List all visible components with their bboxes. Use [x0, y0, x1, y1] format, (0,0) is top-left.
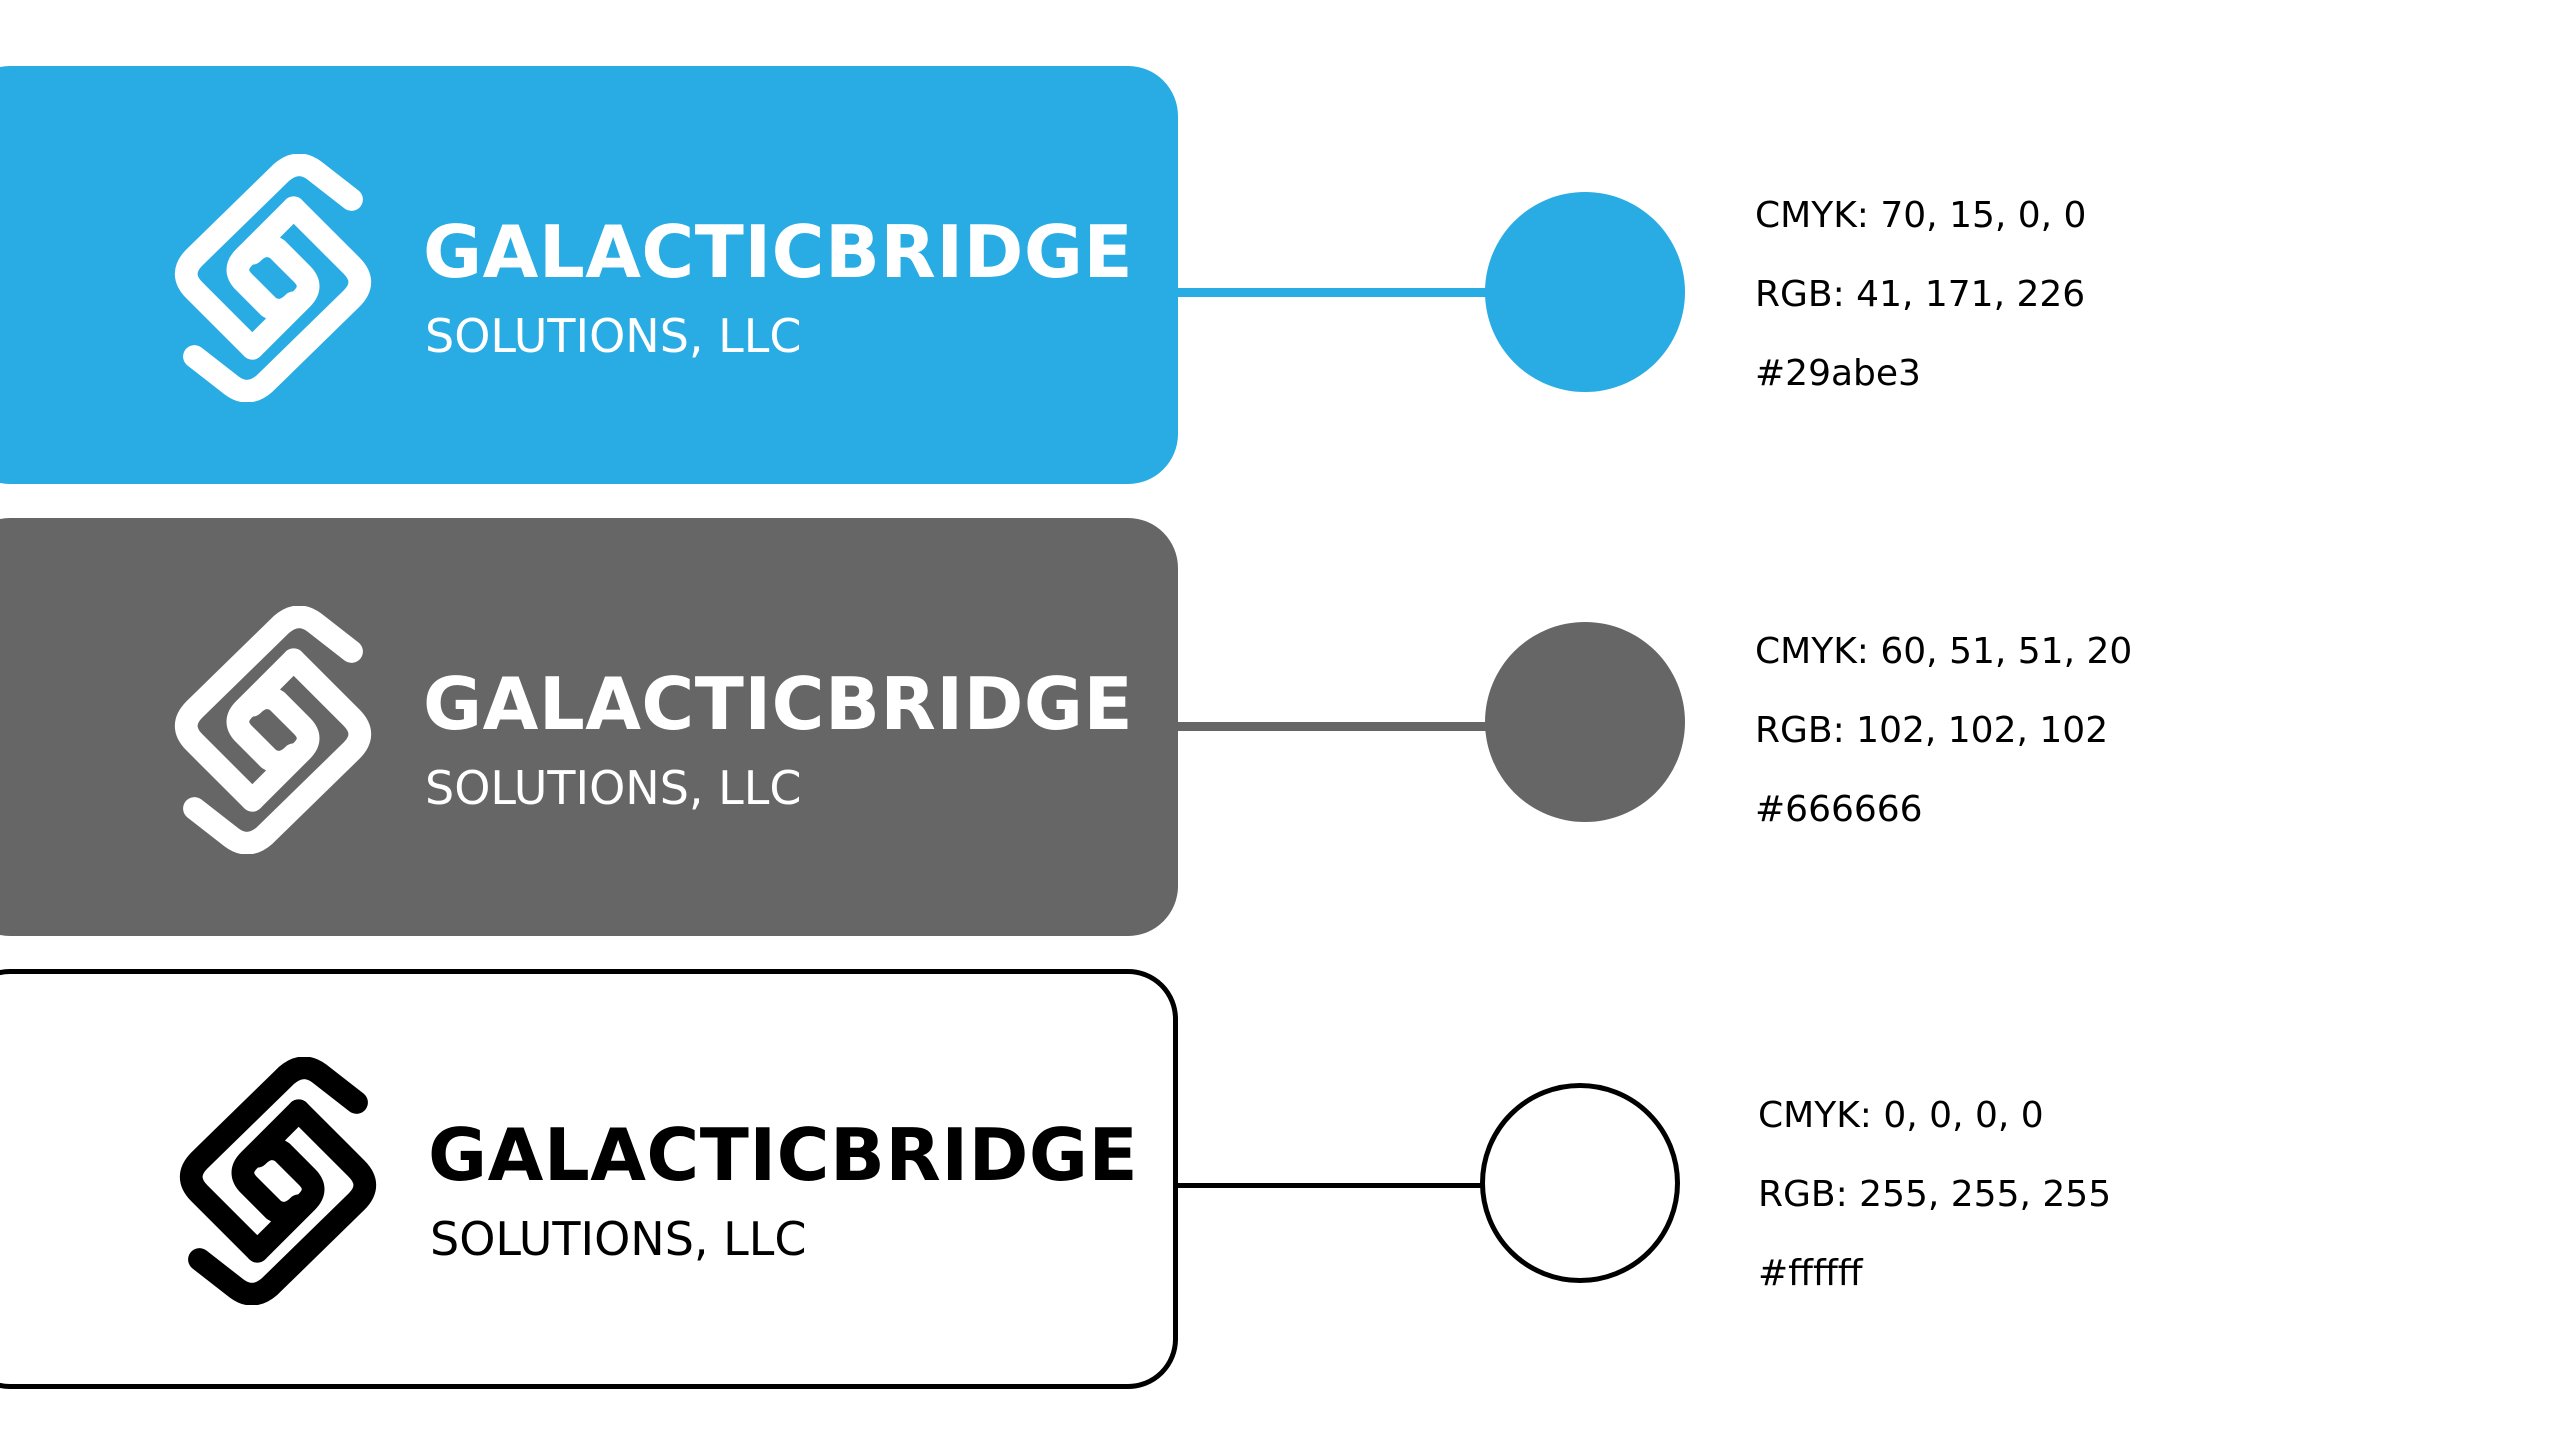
color-swatch-blue: [1485, 192, 1685, 392]
logo-panel-blue: GALACTICBRIDGE SOLUTIONS, LLC: [0, 66, 1178, 484]
color-spec-blue: CMYK: 70, 15, 0, 0 RGB: 41, 171, 226 #29…: [1755, 198, 2086, 435]
hex-value: #ffffff: [1758, 1253, 1863, 1294]
hex-value: #666666: [1755, 789, 1923, 830]
color-spec-gray: CMYK: 60, 51, 51, 20 RGB: 102, 102, 102 …: [1755, 634, 2132, 871]
rgb-value: RGB: 41, 171, 226: [1755, 274, 2086, 315]
color-spec-white: CMYK: 0, 0, 0, 0 RGB: 255, 255, 255 #fff…: [1758, 1098, 2111, 1335]
brand-subtitle: SOLUTIONS, LLC: [425, 761, 802, 815]
cmyk-value: CMYK: 0, 0, 0, 0: [1758, 1095, 2044, 1136]
color-swatch-gray: [1485, 622, 1685, 822]
color-swatch-white: [1480, 1083, 1680, 1283]
connector-line-white: [1175, 1183, 1500, 1188]
brand-subtitle: SOLUTIONS, LLC: [430, 1212, 807, 1266]
brand-name: GALACTICBRIDGE: [423, 662, 1134, 746]
cmyk-value: CMYK: 60, 51, 51, 20: [1755, 631, 2133, 672]
rgb-value: RGB: 102, 102, 102: [1755, 710, 2109, 751]
brand-name: GALACTICBRIDGE: [423, 210, 1134, 294]
hex-value: #29abe3: [1755, 353, 1921, 394]
rgb-value: RGB: 255, 255, 255: [1758, 1174, 2112, 1215]
logo-panel-white: GALACTICBRIDGE SOLUTIONS, LLC: [0, 969, 1178, 1389]
brand-subtitle: SOLUTIONS, LLC: [425, 309, 802, 363]
spiral-bridge-logo-icon: [179, 1057, 377, 1305]
connector-line-blue: [1175, 288, 1500, 297]
spiral-bridge-logo-icon: [174, 606, 372, 854]
spiral-bridge-logo-icon: [174, 154, 372, 402]
logo-panel-gray: GALACTICBRIDGE SOLUTIONS, LLC: [0, 518, 1178, 936]
cmyk-value: CMYK: 70, 15, 0, 0: [1755, 195, 2087, 236]
brand-name: GALACTICBRIDGE: [428, 1113, 1139, 1197]
connector-line-gray: [1175, 722, 1500, 731]
